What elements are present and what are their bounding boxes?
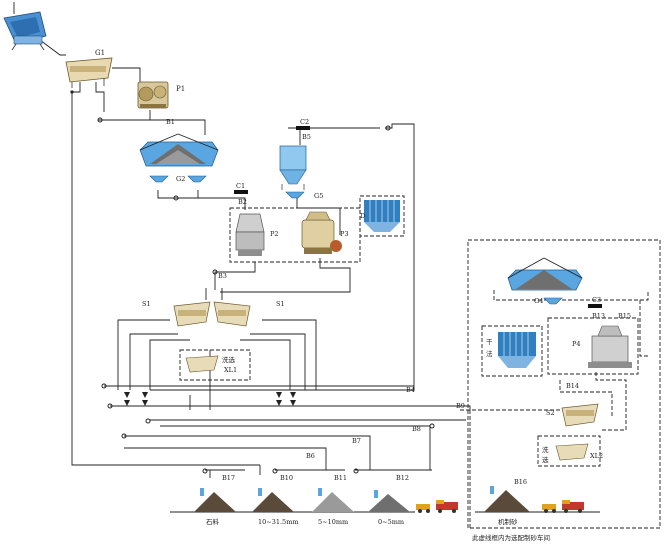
sand-washer-xl1: 洗选 XL1 xyxy=(185,355,237,374)
label-g2: G2 xyxy=(176,175,185,183)
svg-text:0~5mm: 0~5mm xyxy=(378,518,404,526)
cone-crusher-p3: P3 xyxy=(301,211,349,254)
label-b15: B15 xyxy=(618,312,631,320)
stockpile-10-31: 10~31.5mm xyxy=(252,488,299,526)
dust-collector-d: D xyxy=(360,200,400,232)
label-b12: B12 xyxy=(396,474,409,482)
label-b3: B3 xyxy=(218,272,227,280)
svg-text:P2: P2 xyxy=(270,230,279,238)
dust-collector-dry: 干 法 xyxy=(486,332,536,368)
vibrating-feeder-g4: G4 xyxy=(534,297,563,305)
label-b14: B14 xyxy=(566,382,579,390)
label-b17: B17 xyxy=(222,474,235,482)
svg-text:10~31.5mm: 10~31.5mm xyxy=(258,518,299,526)
label-b4: B4 xyxy=(406,386,415,394)
bin-c1: C1 xyxy=(234,182,248,194)
svg-text:G4: G4 xyxy=(534,297,543,305)
feed-hopper xyxy=(3,11,47,51)
stockpile-0-5: 0~5mm xyxy=(368,490,410,526)
svg-text:S1: S1 xyxy=(142,300,151,308)
label-b5: B5 xyxy=(302,133,311,141)
label-b7: B7 xyxy=(352,437,361,445)
svg-text:5~10mm: 5~10mm xyxy=(318,518,348,526)
svg-text:XL1: XL1 xyxy=(224,366,237,374)
svg-text:选: 选 xyxy=(542,455,549,464)
svg-text:机制砂: 机制砂 xyxy=(498,517,518,526)
vibrating-screen-s1-left: S1 xyxy=(142,300,211,327)
svg-text:干: 干 xyxy=(486,338,493,346)
dashed-boundaries xyxy=(179,195,661,529)
sand-washer-xl2: 洗 选 XL2 xyxy=(542,443,603,464)
svg-text:洗选: 洗选 xyxy=(222,355,236,364)
vibrating-feeder-g2: G2 xyxy=(149,175,207,183)
label-b2: B2 xyxy=(238,198,247,206)
label-b13: B13 xyxy=(592,312,605,320)
workshop-note: 此虚线框内为选配制砂车间 xyxy=(472,533,550,542)
label-b8: B8 xyxy=(412,425,421,433)
svg-text:G5: G5 xyxy=(314,192,323,200)
svg-text:洗: 洗 xyxy=(542,445,549,454)
label-b1: B1 xyxy=(166,118,175,126)
truck-loader-right xyxy=(542,500,584,513)
svg-text:法: 法 xyxy=(486,349,493,358)
label-p1: P1 xyxy=(176,85,185,93)
label-b16: B16 xyxy=(514,478,527,486)
svg-text:S2: S2 xyxy=(546,409,555,417)
label-g1: G1 xyxy=(95,49,105,57)
svg-text:C3: C3 xyxy=(592,296,601,304)
svg-text:P3: P3 xyxy=(340,230,349,238)
surge-pile xyxy=(139,133,219,167)
svg-text:C2: C2 xyxy=(300,118,309,126)
truck-loader-left xyxy=(416,500,458,513)
diverter-valves xyxy=(124,392,296,406)
vsi-crusher-p4: P4 xyxy=(572,325,632,368)
label-b11: B11 xyxy=(334,474,347,482)
stockpile-5-10: 5~10mm xyxy=(312,488,354,526)
label-b6: B6 xyxy=(306,452,315,460)
label-b10: B10 xyxy=(280,474,293,482)
svg-text:XL2: XL2 xyxy=(590,452,603,460)
svg-text:P4: P4 xyxy=(572,340,581,348)
cone-crusher-p2: P2 xyxy=(235,213,279,256)
svg-text:C1: C1 xyxy=(236,182,245,190)
vibrating-feeder-g1: G1 xyxy=(65,49,113,88)
bin-c2: C2 xyxy=(279,118,310,190)
jaw-crusher-p1: P1 xyxy=(137,81,185,109)
vibrating-screen-s1-right: S1 xyxy=(213,300,285,327)
vibrating-feeder-g5: G5 xyxy=(285,191,323,200)
surge-pile-sand xyxy=(507,257,583,291)
vibrating-screen-s2: S2 xyxy=(546,403,599,427)
label-b9: B9 xyxy=(456,402,465,410)
stockpile-stone: 石料 xyxy=(194,488,236,526)
svg-text:D: D xyxy=(360,212,365,220)
svg-text:S1: S1 xyxy=(276,300,285,308)
svg-text:石料: 石料 xyxy=(206,517,220,526)
stockpile-machine-sand: 机制砂 xyxy=(484,486,530,526)
bin-c3: C3 xyxy=(588,296,602,308)
